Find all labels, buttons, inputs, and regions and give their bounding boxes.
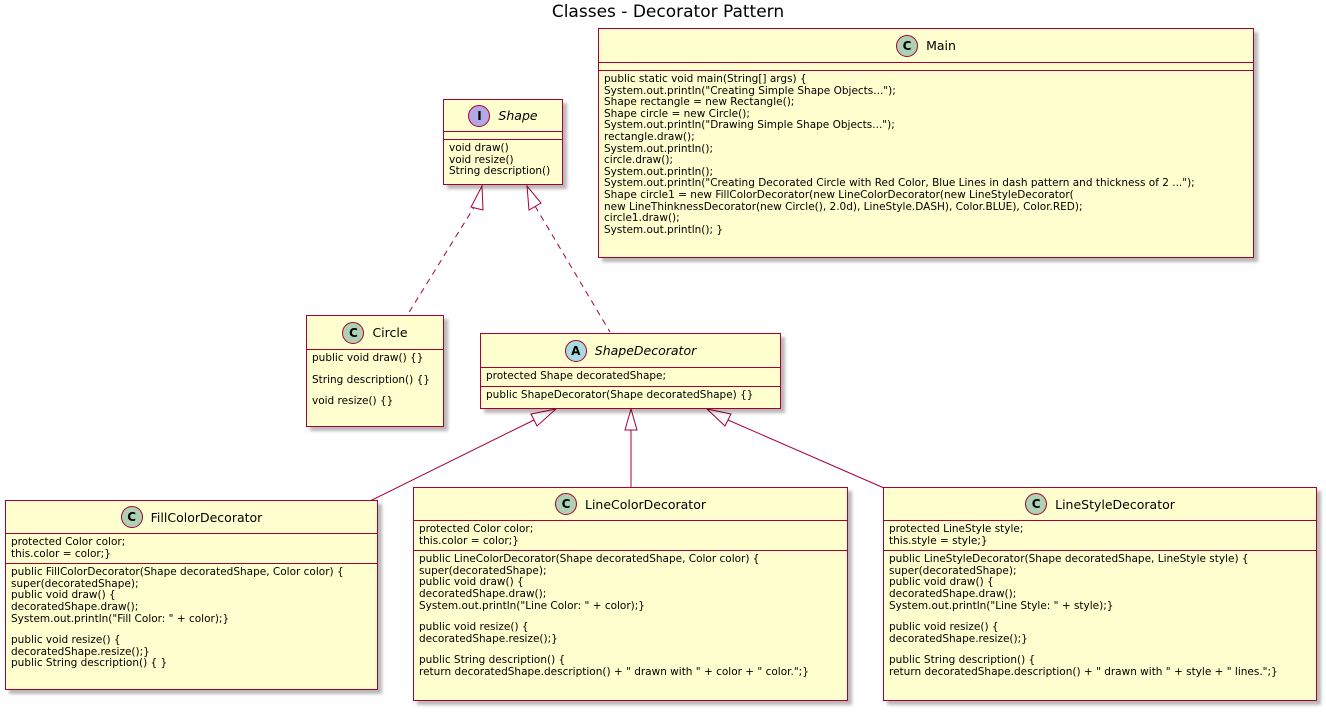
method-line: void resize() {} [312,395,394,408]
methods-section: public void draw() {} String description(… [307,349,443,411]
field-line: protected Shape decoratedShape; [486,370,667,382]
class-name: Main [926,38,956,53]
class-name: LineStyleDecorator [1055,496,1175,512]
class-fill-color-decorator[interactable]: C FillColorDecorator protected Color col… [5,500,378,690]
method-line: public void resize() { [11,634,121,647]
method-line: String description() {} [312,373,430,386]
method-line: System.out.println("Drawing Simple Shape… [604,119,895,132]
class-stereotype-icon: C [120,506,143,528]
fields-section: protected Color color;this.color = color… [6,533,377,563]
class-stereotype-icon: C [342,321,365,344]
method-line: public ShapeDecorator(Shape decoratedSha… [486,388,754,401]
field-line: protected Color color; [11,536,126,548]
methods-section: void draw()void resize()String descripti… [444,139,562,181]
class-name: LineColorDecorator [584,496,706,512]
method-line: public void draw() {} [312,352,424,364]
abstract-stereotype-icon: A [564,339,587,362]
method-line: System.out.println("Creating Decorated C… [604,177,1195,190]
method-line: public String description() { [419,654,566,667]
class-stereotype-icon: C [554,493,577,515]
method-line: return decoratedShape.description() + " … [419,665,809,678]
method-line: super(decoratedShape); [889,564,1017,577]
class-circle[interactable]: C Circle public void draw() {} String des… [306,315,444,427]
method-line: Shape rectangle = new Rectangle(); [604,96,795,109]
field-line: this.color = color;} [419,534,519,547]
interface-name: Shape [498,108,538,123]
fields-section: protected Shape decoratedShape; [481,367,780,386]
method-line: decoratedShape.resize();} [419,632,558,645]
edge-linestyle-extends-shapedecorator [727,419,885,489]
field-line: this.style = style;} [889,534,988,547]
fields-section: protected LineStyle style;this.style = s… [884,520,1316,550]
method-line: public String description() { } [11,657,168,670]
method-line: System.out.println(); } [604,223,724,236]
method-line: decoratedShape.draw(); [419,587,547,600]
field-line: this.color = color;} [11,547,111,560]
diagram-title: Classes - Decorator Pattern [551,2,785,22]
class-shape-decorator[interactable]: A ShapeDecorator protected Shape decorat… [480,333,781,409]
method-line: System.out.println("Line Style: " + styl… [889,599,1114,612]
method-line: System.out.println("Creating Simple Shap… [604,84,896,97]
methods-section: public FillColorDecorator(Shape decorate… [6,563,377,673]
arrowhead-shapedecorator-shape [526,184,542,211]
methods-section: public LineStyleDecorator(Shape decorate… [884,550,1316,681]
abstract-class-name: ShapeDecorator [594,343,697,358]
method-line: decoratedShape.draw(); [11,600,139,613]
methods-section: public ShapeDecorator(Shape decoratedSha… [481,385,780,405]
method-line: void resize() [449,153,514,166]
arrowhead-linecolor-shapedecorator [624,407,638,431]
method-line: public void resize() { [419,621,529,634]
edge-fillcolor-extends-shapedecorator [369,419,535,502]
class-stereotype-icon: C [1025,493,1048,515]
class-line-style-decorator[interactable]: C LineStyleDecorator protected LineStyle… [883,487,1317,701]
method-line: decoratedShape.resize();} [889,632,1028,645]
class-line-color-decorator[interactable]: C LineColorDecorator protected Color col… [413,487,848,701]
method-line: super(decoratedShape); [419,564,547,577]
method-line: public void draw() { [11,589,116,602]
method-line: decoratedShape.draw(); [889,587,1017,600]
method-line: System.out.println(); [604,142,713,155]
fields-section: protected Color color;this.color = color… [414,520,847,550]
method-line: void draw() [449,142,509,154]
method-line: public LineStyleDecorator(Shape decorate… [889,553,1249,566]
method-line: rectangle.draw(); [604,130,695,143]
method-line: new LineThinknessDecorator(new Circle(),… [604,200,1083,213]
method-line: circle.draw(); [604,154,673,167]
method-line: public LineColorDecorator(Shape decorate… [419,553,760,566]
method-line: System.out.println("Fill Color: " + colo… [11,612,230,625]
arrowhead-fillcolor-shapedecorator [530,408,558,427]
method-line: public void draw() { [419,576,524,589]
method-line: System.out.println("Line Color: " + colo… [419,599,645,612]
method-line: decoratedShape.resize();} [11,645,150,658]
fields-section [444,131,562,139]
arrowhead-linestyle-shapedecorator [705,408,732,427]
class-stereotype-icon: C [896,34,919,57]
class-name: FillColorDecorator [150,509,263,525]
method-line: super(decoratedShape); [11,577,139,590]
method-line: public String description() { [889,654,1036,667]
methods-section: public LineColorDecorator(Shape decorate… [414,550,847,681]
method-line: System.out.println(); [604,165,713,178]
method-line: public static void main(String[] args) { [604,73,807,85]
methods-section: public static void main(String[] args) {… [599,70,1253,239]
method-line: public void draw() { [889,576,994,589]
method-line: circle1.draw(); [604,212,680,225]
method-line: Shape circle = new Circle(); [604,107,750,120]
method-line: public FillColorDecorator(Shape decorate… [11,566,344,579]
method-line: Shape circle1 = new FillColorDecorator(n… [604,188,1074,201]
fields-section [599,62,1253,70]
field-line: protected LineStyle style; [889,523,1024,535]
interface-stereotype-icon: I [468,104,491,127]
class-shape[interactable]: I Shape void draw()void resize()String d… [443,99,563,185]
edge-circle-implements-shape [407,203,477,315]
class-name: Circle [372,325,408,340]
class-main[interactable]: C Main public static void main(String[] … [598,28,1254,258]
arrowhead-circle-shape [470,184,484,211]
method-line: String description() [449,165,551,178]
field-line: protected Color color; [419,523,534,535]
edge-shapedecorator-implements-shape [534,205,611,333]
method-line: return decoratedShape.description() + " … [889,665,1278,678]
method-line: public void resize() { [889,621,999,634]
